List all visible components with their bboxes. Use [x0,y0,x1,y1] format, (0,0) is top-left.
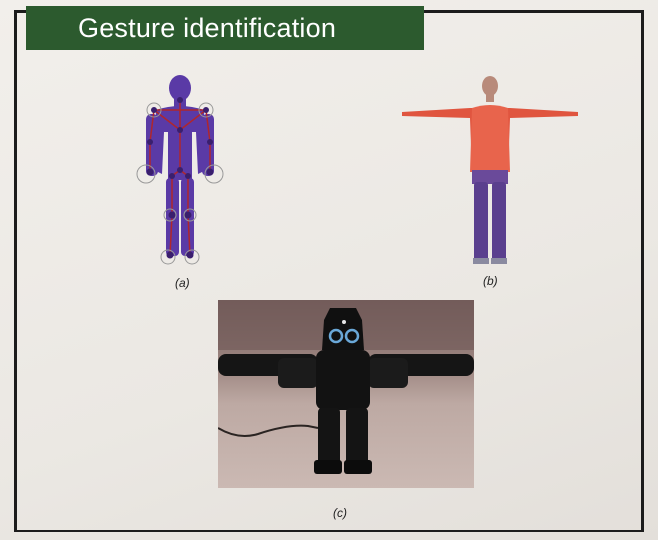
figure-c-photo [218,300,474,488]
figure-a [130,70,230,270]
figure-b [400,72,580,270]
figure-c-caption: (c) [333,506,347,520]
poster-title: Gesture identification [26,6,424,50]
skeleton-human-figure-icon [130,70,230,270]
figure-a-caption: (a) [175,276,190,290]
figure-b-caption: (b) [483,274,498,288]
robot-photo [218,300,474,488]
t-pose-human-model-icon [400,72,580,270]
